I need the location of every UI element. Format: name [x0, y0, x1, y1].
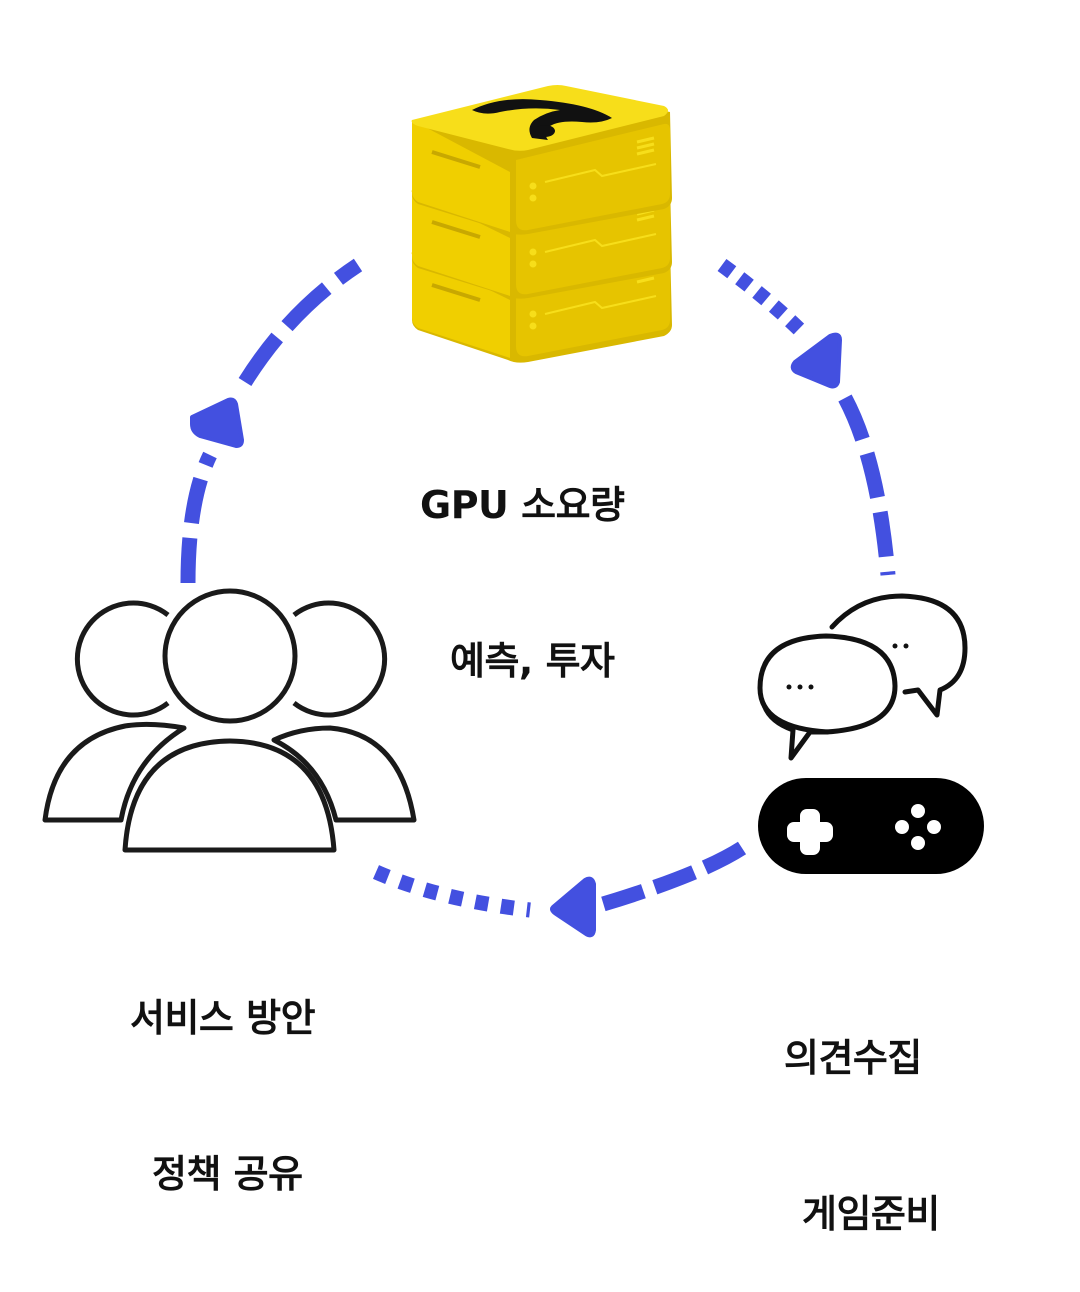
arrowhead-icon	[550, 876, 596, 938]
arrow-dashed-segment-lower	[180, 451, 217, 584]
label-line: 서비스 방안	[130, 996, 316, 1040]
arrow-solid-segment	[597, 841, 747, 913]
users-group-icon	[42, 588, 417, 853]
node-label-gpu: GPU 소요량 예측, 투자	[420, 375, 625, 739]
person-right-body	[271, 725, 417, 823]
arrow-dotted-segment	[372, 865, 531, 918]
arrowhead-icon	[790, 332, 842, 389]
person-left-body	[42, 721, 187, 823]
dpad-icon	[787, 809, 833, 855]
person-center-head	[162, 588, 298, 724]
gamepad-icon	[758, 778, 984, 874]
label-line: 의견수집	[784, 1036, 922, 1080]
arrow-opinion-to-service	[372, 841, 747, 938]
person-right-head	[292, 600, 388, 718]
arrowhead-icon	[190, 397, 244, 448]
node-label-opinion: 의견수집 게임준비	[784, 928, 940, 1292]
label-line: 예측, 투자	[450, 639, 615, 683]
label-line: GPU 소요량	[420, 483, 625, 527]
label-line: 정책 공유	[152, 1152, 303, 1196]
arrow-service-to-gpu	[180, 258, 363, 584]
arrow-dotted-segment	[717, 258, 811, 341]
chat-bubbles-icon	[757, 593, 968, 761]
arrow-dashed-segment	[838, 394, 896, 576]
question-mark-icon	[472, 99, 612, 140]
chat-bubbles-gamepad-icon	[757, 593, 984, 874]
action-buttons-icon	[895, 804, 941, 850]
person-center-body	[122, 738, 337, 853]
cycle-arrows	[180, 258, 896, 938]
arrow-dashed-segment-upper	[238, 258, 363, 386]
label-line: 게임준비	[802, 1192, 940, 1236]
node-label-service: 서비스 방안 정책 공유	[130, 888, 316, 1252]
person-left-head	[74, 600, 170, 718]
arrow-gpu-to-opinion	[717, 258, 896, 576]
server-stack-question-icon	[411, 85, 672, 363]
server-unit-top	[411, 85, 672, 235]
